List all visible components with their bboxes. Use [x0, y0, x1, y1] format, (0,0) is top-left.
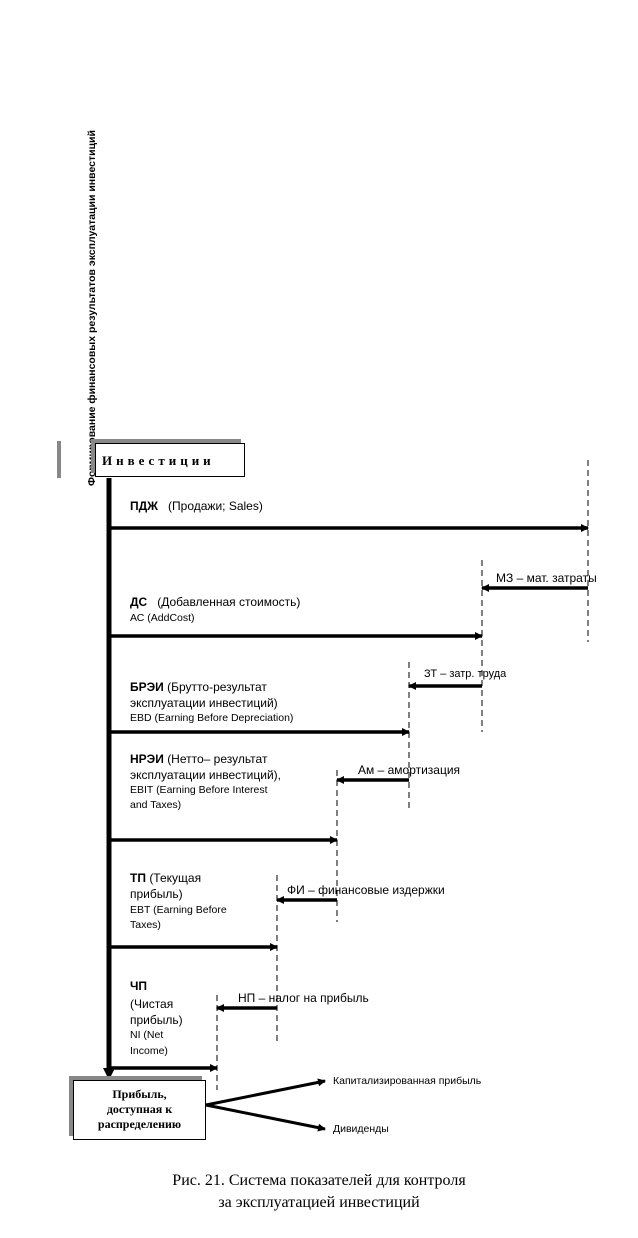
stage-tp-label: ТП (Текущая — [130, 870, 201, 886]
caption-line-1: Рис. 21. Система показателей для контрол… — [172, 1172, 466, 1189]
cost-am: Ам – амортизация — [358, 763, 461, 777]
stage-chp-abbr-2: Income) — [130, 1045, 168, 1057]
main-trunk-arrowhead — [103, 1068, 115, 1080]
output-capitalized-profit: Капитализированная прибыль — [333, 1075, 482, 1087]
vertical-title: Формирование финансовых результатов эксп… — [86, 130, 98, 486]
stage-nrei-title-2: эксплуатации инвестиций), — [130, 768, 281, 782]
stage-nrei-label: НРЭИ (Нетто– результат — [130, 751, 267, 767]
stage-chp-title-1: (Чистая — [130, 997, 174, 1011]
stage-ds-title: (Добавленная стоимость) — [157, 595, 301, 609]
stage-brei-title-1: (Брутто-результат — [167, 680, 267, 694]
cost-mz: МЗ – мат. затраты — [496, 571, 597, 585]
stage-ds-code: ДС — [130, 595, 148, 609]
stage-nrei-abbr-2: and Taxes) — [130, 799, 182, 811]
arrow-dividends — [205, 1103, 326, 1132]
profit-box-line-3: распределению — [97, 1117, 182, 1131]
stage-tp-code: ТП — [130, 871, 146, 885]
output-dividends: Дивиденды — [333, 1123, 389, 1135]
stage-chp-title-2: прибыль) — [130, 1013, 183, 1027]
stage-tp-abbr-2: Taxes) — [130, 919, 161, 931]
stage-brei-title-2: эксплуатации инвестиций) — [130, 696, 278, 710]
stage-pdzh-title: (Продажи; Sales) — [168, 499, 263, 513]
investments-label: Инвестиции — [102, 453, 215, 468]
stage-chp-label: ЧП — [130, 978, 147, 994]
stage-brei-code: БРЭИ — [130, 680, 164, 694]
cost-zt: ЗТ – затр. труда — [424, 668, 507, 680]
stage-tp-abbr-1: EBT (Earning Before — [130, 904, 227, 916]
box-shadow-bar — [57, 441, 61, 478]
cost-fi: ФИ – финансовые издержки — [287, 883, 445, 897]
investments-box: Инвестиции — [95, 443, 245, 477]
stage-nrei-abbr-1: EBIT (Earning Before Interest — [130, 784, 268, 796]
profit-box-line-2: доступная к — [106, 1102, 173, 1116]
stage-brei-abbr: EBD (Earning Before Depreciation) — [130, 712, 294, 724]
stage-pdzh-label: ПДЖ (Продажи; Sales) — [130, 498, 263, 514]
stage-tp-title-1: (Текущая — [149, 871, 202, 885]
stage-ds-abbr: АС (AddCost) — [130, 612, 195, 624]
stage-ds-label: ДС (Добавленная стоимость) — [130, 594, 300, 610]
caption-line-2: за эксплуатацией инвестиций — [218, 1194, 420, 1211]
stage-brei-label: БРЭИ (Брутто-результат — [130, 679, 267, 695]
stage-chp-code: ЧП — [130, 979, 148, 993]
stage-pdzh-code: ПДЖ — [130, 499, 159, 513]
arrow-capitalized — [205, 1078, 326, 1107]
stage-tp-title-2: прибыль) — [130, 887, 183, 901]
figure-caption: Рис. 21. Система показателей для контрол… — [0, 1170, 638, 1214]
stage-chp-abbr-1: NI (Net — [130, 1029, 164, 1041]
distributable-profit-box: Прибыль, доступная к распределению — [73, 1080, 206, 1140]
stage-nrei-title-1: (Нетто– результат — [167, 752, 268, 766]
stage-nrei-code: НРЭИ — [130, 752, 164, 766]
profit-box-line-1: Прибыль, — [112, 1087, 167, 1101]
cost-np: НП – налог на прибыль — [238, 991, 369, 1005]
